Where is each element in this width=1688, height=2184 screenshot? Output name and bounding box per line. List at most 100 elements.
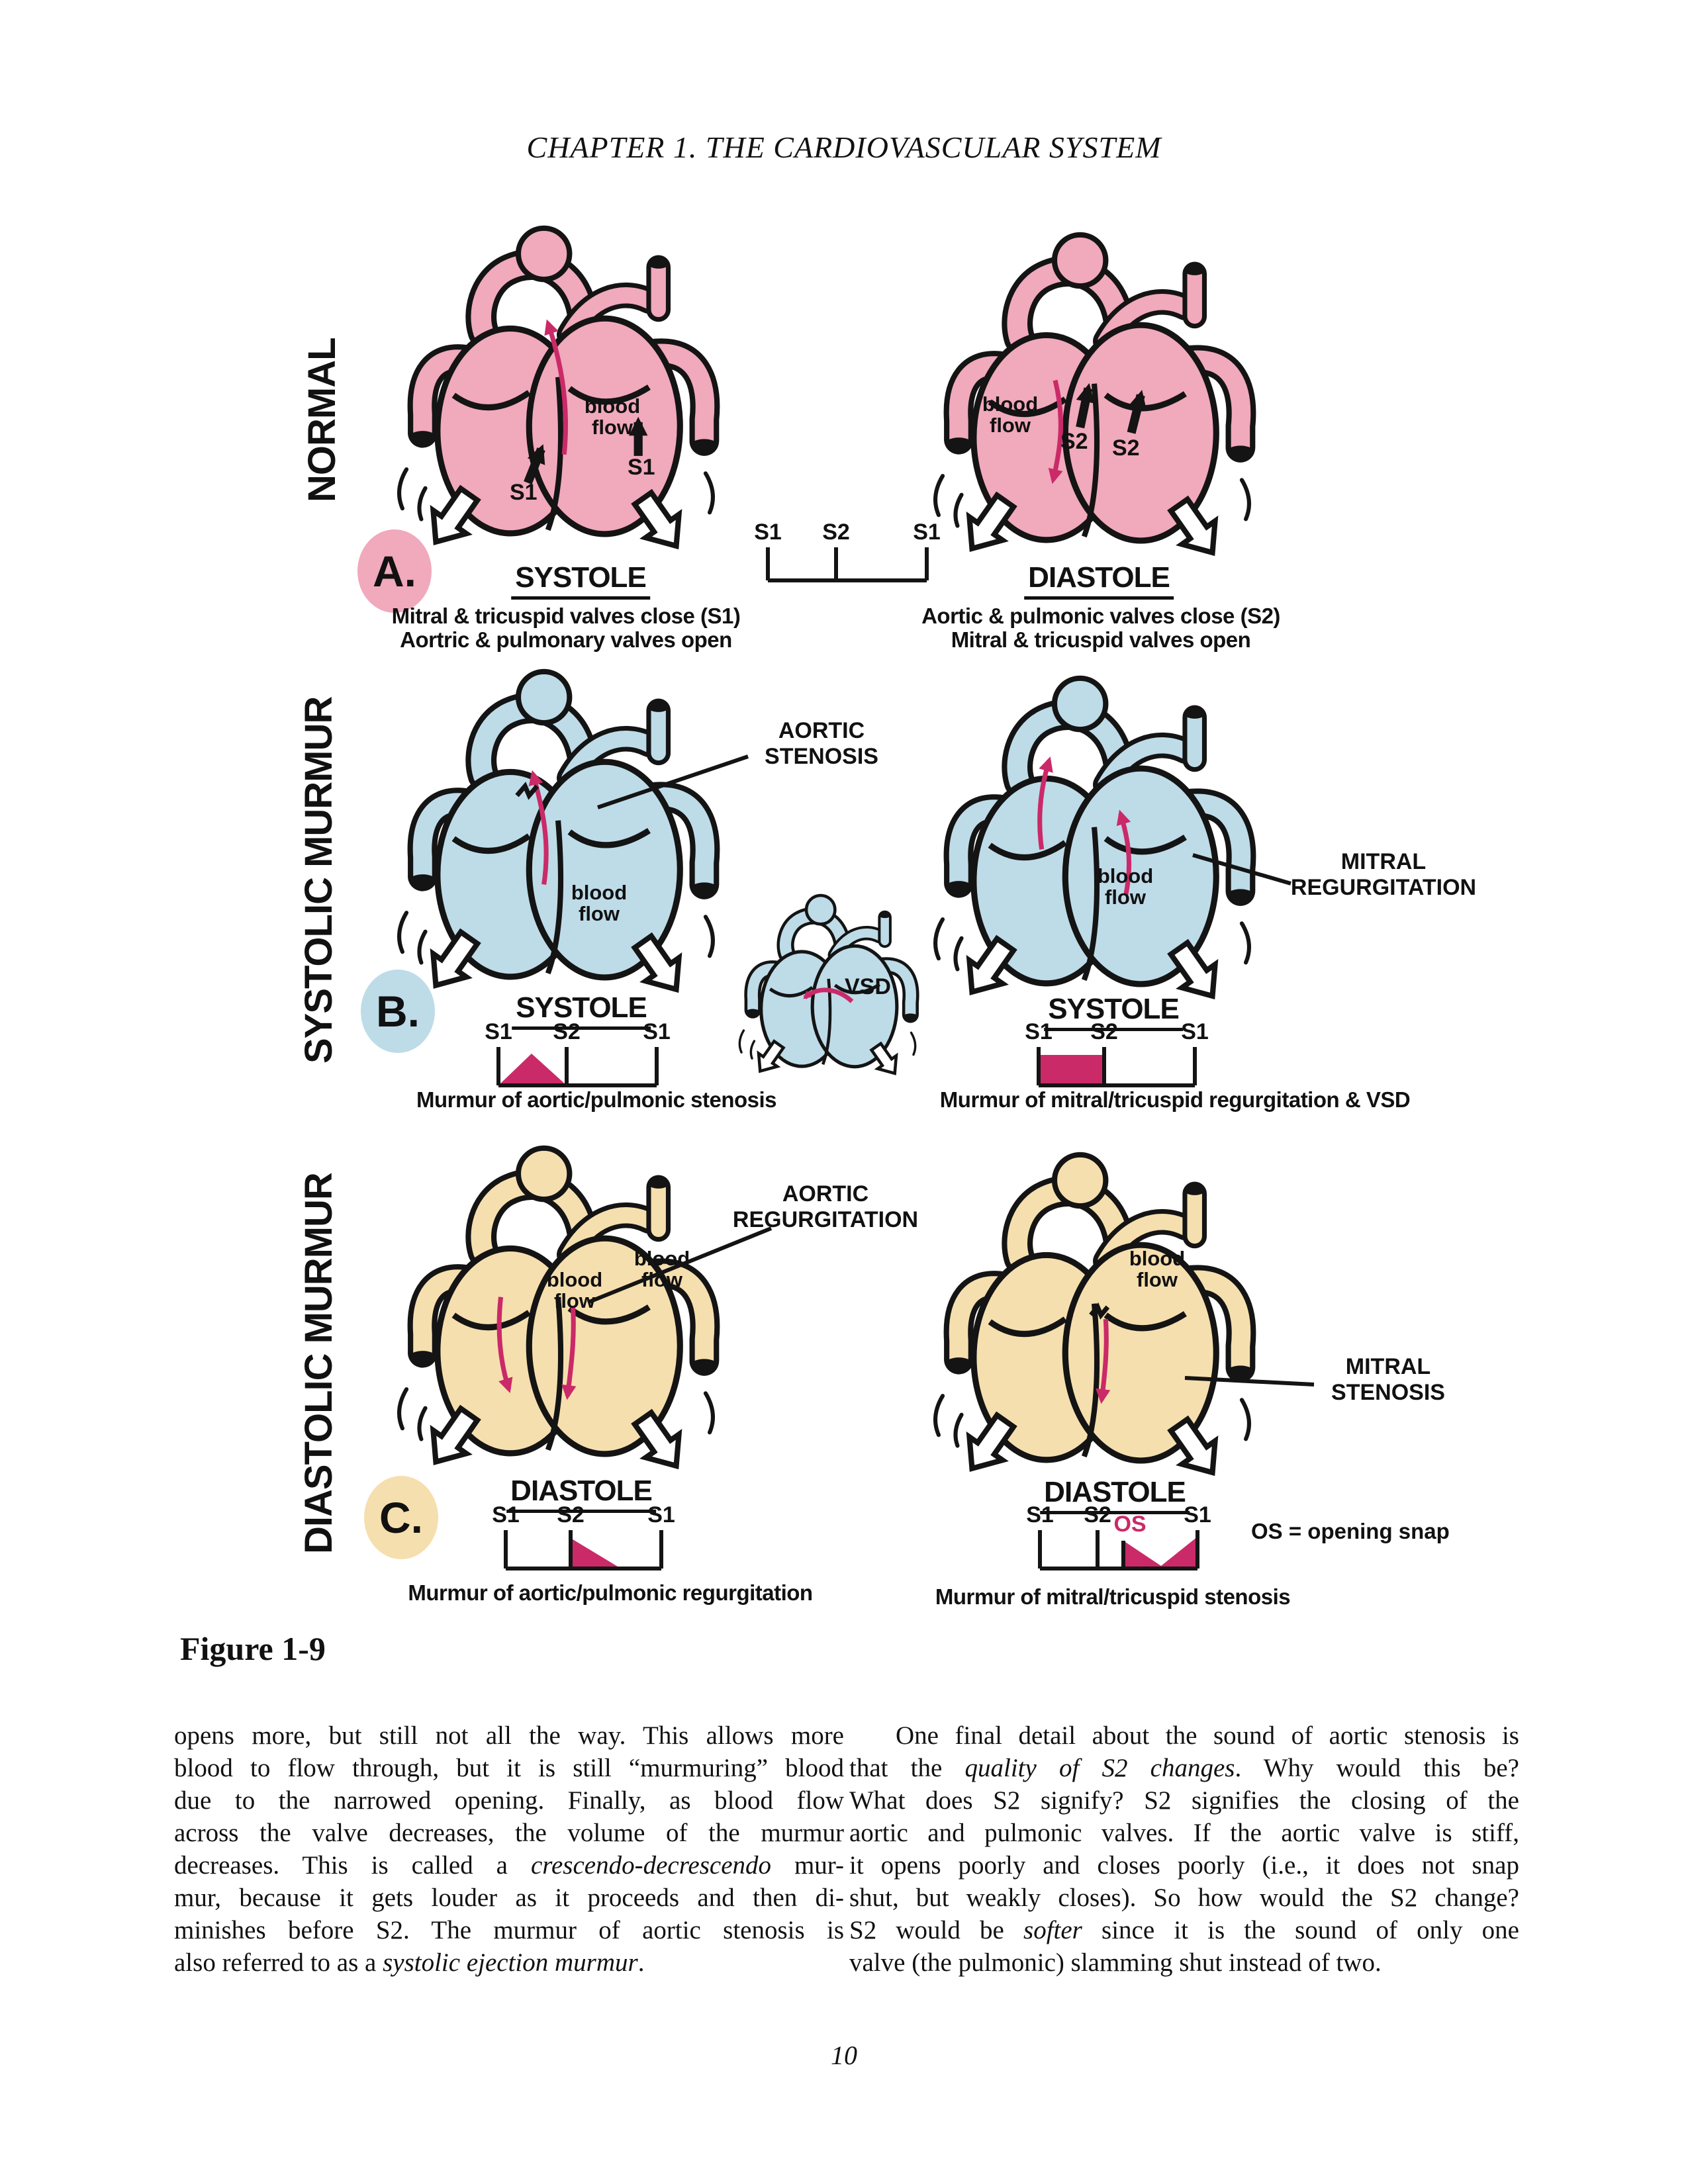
text-line: S2 would be softer since it is the sound… (849, 1914, 1519, 1946)
opening-snap-note: OS = opening snap (1251, 1519, 1450, 1543)
text-line: One final detail about the sound of aort… (849, 1719, 1519, 1752)
panel-b-right-caption: Murmur of mitral/tricuspid regurgitation… (939, 1087, 1411, 1112)
text-segment: across the valve decreases, the volume o… (174, 1819, 844, 1847)
tick-label: S2 (557, 1502, 585, 1527)
panel-c-letter: C. (364, 1476, 438, 1559)
vsd-label: VSD (845, 974, 891, 999)
panel-c-side-label: DIASTOLIC MURMUR (297, 1173, 340, 1554)
text-segment: since it is the sound of only one (1082, 1916, 1519, 1944)
s2-label: S2 (1112, 435, 1140, 461)
panel-a-left-caption-2: Aortric & pulmonary valves open (400, 627, 732, 652)
blood-flow-arrow (496, 1297, 513, 1393)
panel-c-left-caption: Murmur of aortic/pulmonic regurgitation (408, 1580, 813, 1605)
text-line: due to the narrowed opening. Finally, as… (174, 1784, 844, 1817)
text-line: What does S2 signify? S2 signifies the c… (849, 1784, 1519, 1817)
blood-flow-label: blood flow (982, 392, 1039, 437)
tick-label: S2 (1084, 1502, 1111, 1527)
tick-label: S2 (1090, 1019, 1118, 1044)
tick-label: S1 (754, 520, 782, 545)
s2-arrow (1076, 383, 1095, 429)
panel-c-right-caption: Murmur of mitral/tricuspid stenosis (935, 1584, 1291, 1609)
text-segment: that the (849, 1754, 965, 1782)
heart-aortic-stenosis (367, 662, 745, 999)
italic-text: crescendo-decrescendo (530, 1851, 772, 1880)
panel-a-side-label: NORMAL (301, 338, 344, 503)
blood-flow-label: blood flow (571, 881, 628, 925)
text-segment: opens more, but still not all the way. T… (174, 1721, 844, 1750)
s1-label: S1 (628, 455, 655, 480)
blood-flow-arrow (1096, 1318, 1111, 1404)
phase-systole: SYSTOLE (1044, 993, 1183, 1031)
text-segment: due to the narrowed opening. Finally, as… (174, 1786, 844, 1815)
italic-text: quality of S2 changes (964, 1754, 1235, 1782)
text-segment: minishes before S2. The murmur of aortic… (174, 1916, 844, 1944)
text-segment: blood to flow through, but it is still “… (174, 1754, 844, 1782)
panel-a-letter: A. (357, 529, 432, 613)
text-segment: it opens poorly and closes poorly (i.e.,… (849, 1851, 1519, 1880)
blood-flow-label: blood flow (584, 394, 641, 439)
text-line: it opens poorly and closes poorly (i.e.,… (849, 1849, 1519, 1882)
text-line: opens more, but still not all the way. T… (174, 1719, 844, 1752)
stenotic-valve-squiggle (515, 782, 539, 800)
tick-label: S1 (485, 1019, 512, 1044)
phase-systole: SYSTOLE (511, 561, 650, 600)
text-line: minishes before S2. The murmur of aortic… (174, 1914, 844, 1946)
panel-b-letter: B. (361, 970, 435, 1053)
tick-label: S1 (1181, 1019, 1209, 1044)
phase-diastole: DIASTOLE (1040, 1476, 1190, 1514)
text-segment: aortic and pulmonic valves. If the aorti… (849, 1819, 1519, 1847)
blood-flow-label: blood flow (1097, 864, 1154, 909)
figure-label: Figure 1-9 (180, 1630, 326, 1667)
body-text-right-column: One final detail about the sound of aort… (849, 1719, 1519, 1979)
heart-aortic-regurgitation (367, 1138, 745, 1476)
blood-flow-arrow (544, 319, 569, 455)
heart-vsd-inset (722, 890, 933, 1079)
text-line: shut, but weakly closes). So how would t… (849, 1882, 1519, 1914)
regurgitation-arrow (561, 1305, 577, 1400)
aortic-stenosis-annotation: AORTIC STENOSIS (765, 718, 878, 770)
tick-label: S1 (643, 1019, 671, 1044)
phase-diastole: DIASTOLE (1024, 561, 1174, 600)
heart-mitral-regurgitation (904, 668, 1281, 1006)
text-segment: shut, but weakly closes). So how would t… (849, 1884, 1519, 1912)
decrescendo-murmur-shape (571, 1538, 621, 1569)
page-number: 10 (831, 2040, 857, 2070)
mitral-stenosis-annotation: MITRAL STENOSIS (1331, 1354, 1445, 1406)
text-segment: One final detail about the sound of aort… (896, 1721, 1519, 1750)
tick-label: S1 (647, 1502, 675, 1527)
italic-text: systolic ejection murmur (383, 1948, 638, 1977)
panel-b-side-label: SYSTOLIC MURMUR (297, 696, 340, 1064)
text-line: decreases. This is called a crescendo-de… (174, 1849, 844, 1882)
os-tick-label: OS (1113, 1512, 1146, 1537)
text-segment: mur, because it gets louder as it procee… (174, 1884, 844, 1912)
text-segment: mur- (771, 1851, 845, 1880)
panel-a-left-caption-1: Mitral & tricuspid valves close (S1) (391, 604, 741, 628)
crescendo-decrescendo-murmur-shape (498, 1054, 567, 1085)
blood-flow-label: blood flow (633, 1247, 690, 1291)
mitral-regurgitation-annotation: MITRAL REGURGITATION (1290, 849, 1477, 901)
tick-label: S1 (492, 1502, 520, 1527)
tick-label: S1 (1026, 1502, 1054, 1527)
blood-flow-label: blood flow (1129, 1247, 1186, 1291)
tick-label: S2 (822, 520, 850, 545)
text-line: also referred to as a systolic ejection … (174, 1946, 844, 1979)
text-segment: also referred to as a (174, 1948, 383, 1977)
text-line: valve (the pulmonic) slamming shut inste… (849, 1946, 1519, 1979)
text-line: mur, because it gets louder as it procee… (174, 1882, 844, 1914)
timing-diagram-normal: S1 S2 S1 (754, 520, 941, 582)
heart-normal-systole (367, 218, 745, 556)
s1-arrow (524, 444, 545, 484)
text-segment: . (637, 1948, 645, 1977)
chapter-header: CHAPTER 1. THE CARDIOVASCULAR SYSTEM (526, 130, 1162, 164)
panel-a-right-caption-2: Mitral & tricuspid valves open (951, 627, 1251, 652)
tick-label: S2 (553, 1019, 581, 1044)
heart-normal-diastole (904, 225, 1281, 563)
text-line: blood to flow through, but it is still “… (174, 1752, 844, 1784)
body-text-left-column: opens more, but still not all the way. T… (174, 1719, 844, 1979)
holosystolic-murmur-shape (1039, 1055, 1104, 1085)
blood-flow-arrow (1037, 756, 1053, 850)
text-segment: S2 would be (849, 1916, 1024, 1944)
s2-label: S2 (1060, 429, 1088, 454)
diastolic-rumble-murmur-shape (1123, 1537, 1197, 1569)
